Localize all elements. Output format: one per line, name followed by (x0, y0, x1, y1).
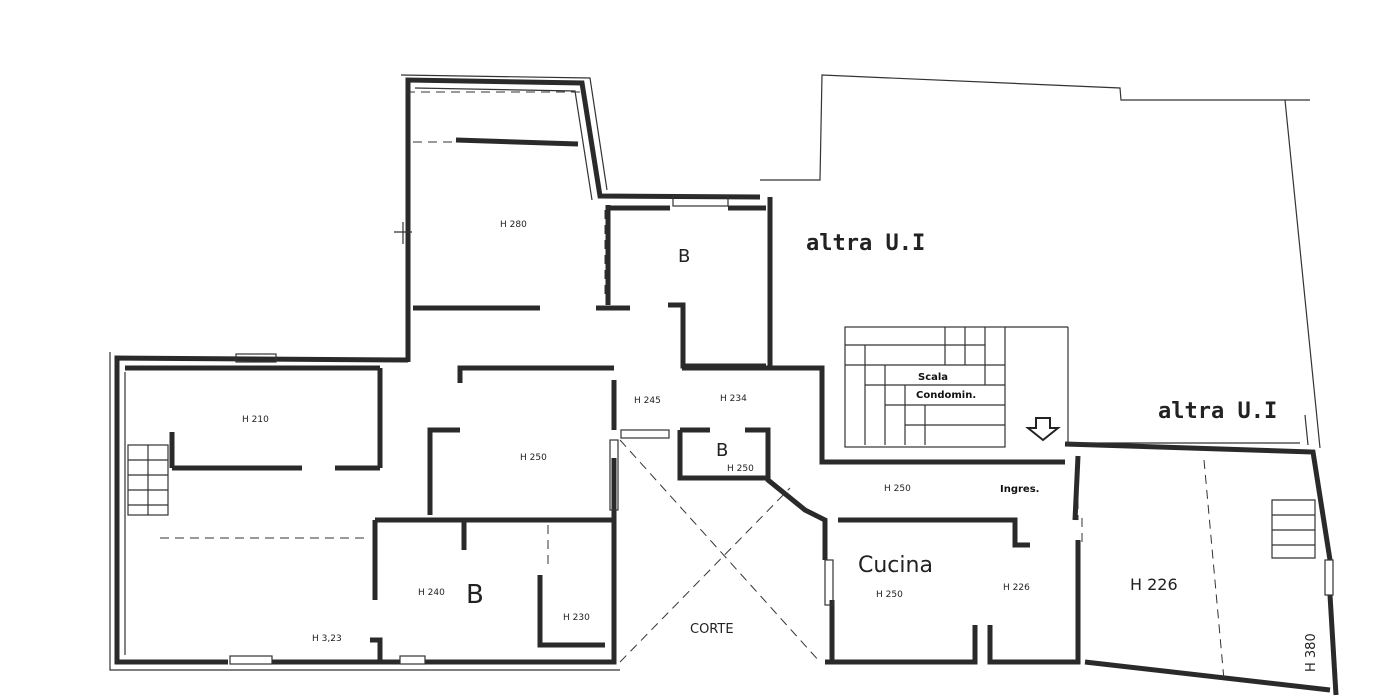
dashed-lines (160, 91, 1225, 681)
label-h250-hall: H 250 (884, 484, 911, 494)
label-ingresso: Ingres. (1000, 484, 1039, 495)
label-bath-center: B (716, 440, 728, 461)
label-bath-top: B (678, 246, 690, 267)
label-h280: H 280 (500, 220, 527, 230)
inner-wall-lines (109, 74, 620, 671)
label-h380: H 380 (1304, 633, 1319, 672)
label-h323: H 3,23 (312, 634, 342, 644)
label-scala-2: Condomin. (916, 390, 976, 401)
interior-walls (169, 137, 1030, 662)
label-h245: H 245 (634, 396, 661, 406)
room-labels: altra U.I altra U.I Scala Condomin. Ingr… (242, 220, 1319, 672)
label-h210: H 210 (242, 415, 269, 425)
label-h234: H 234 (720, 394, 747, 404)
label-h230: H 230 (563, 613, 590, 623)
label-altra-ui-right: altra U.I (1158, 399, 1277, 424)
label-bath-bottom: B (466, 580, 484, 610)
label-h250-center: H 250 (520, 453, 547, 463)
window-marks (229, 195, 1334, 665)
label-cucina: Cucina (858, 553, 933, 578)
stairs-left (127, 444, 169, 516)
label-h240: H 240 (418, 588, 445, 598)
label-corte: CORTE (690, 622, 734, 637)
outer-walls (114, 77, 1339, 696)
label-altra-ui-top: altra U.I (806, 231, 925, 256)
courtyard (619, 439, 821, 663)
label-h250-cucina: H 250 (876, 590, 903, 600)
stairs-right (1271, 499, 1316, 559)
label-scala-1: Scala (918, 372, 948, 383)
entrance-arrow-icon (1025, 417, 1061, 442)
neighbour-unit-outline (760, 74, 1321, 449)
label-h226-large: H 226 (1130, 575, 1178, 594)
label-h250-bath: H 250 (727, 464, 754, 474)
stairs-condominium (844, 326, 1069, 448)
label-h226-small: H 226 (1003, 583, 1030, 593)
